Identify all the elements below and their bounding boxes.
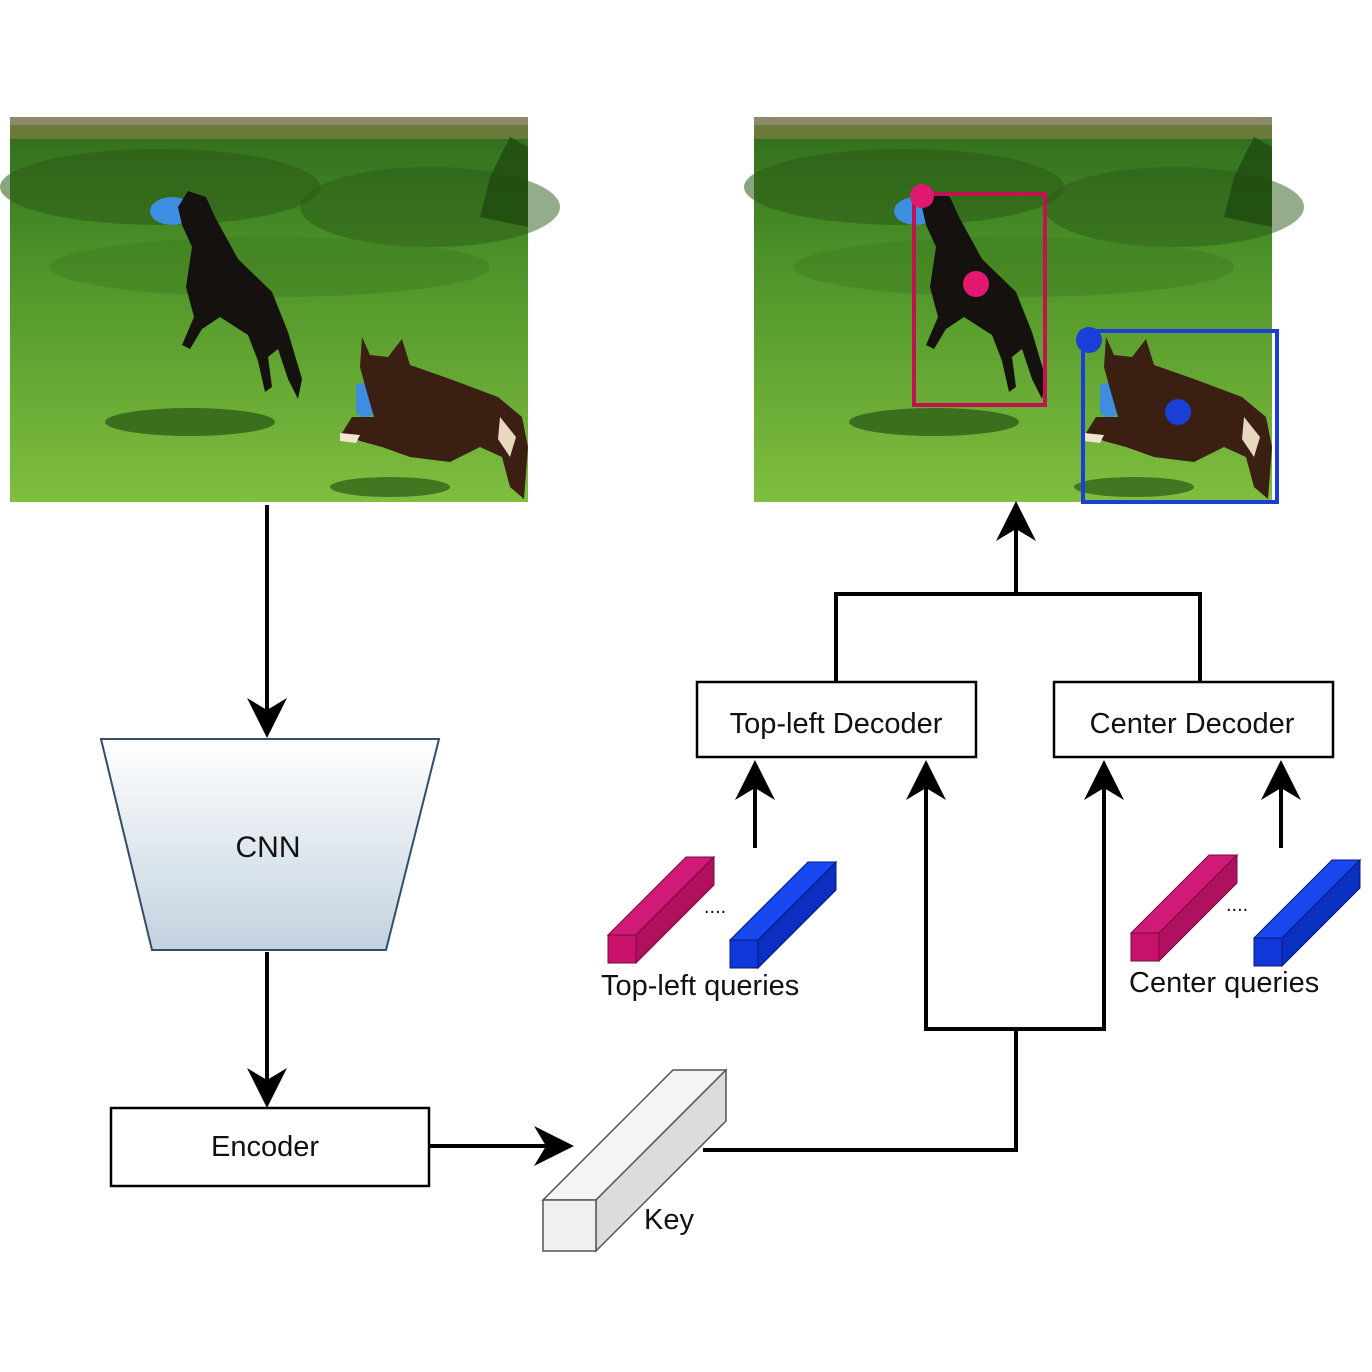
encoder-block: Encoder [109, 1106, 431, 1188]
input-image [0, 117, 560, 502]
topleft-detection-box [912, 192, 1047, 407]
topleft-queries-ellipsis: .... [704, 896, 726, 918]
center-decoder-label: Center Decoder [1090, 708, 1295, 740]
cnn-block: CNN [99, 738, 441, 951]
center-detection-box [1081, 329, 1279, 504]
encoder-label: Encoder [211, 1131, 319, 1163]
center-query-pink [1129, 853, 1239, 963]
line-decoders-merge [834, 592, 1202, 682]
topleft-corner-point-blue [1076, 327, 1102, 353]
center-queries-ellipsis: .... [1226, 894, 1248, 916]
topleft-queries-label: Top-left queries [601, 970, 799, 1002]
center-point-blue [1165, 399, 1191, 425]
center-decoder-block: Center Decoder [1052, 680, 1335, 759]
topleft-query-blue [728, 860, 838, 970]
line-key-to-split [703, 1029, 1018, 1152]
topleft-queries-group: .... Top-left queries [601, 855, 838, 1002]
output-image [744, 117, 1304, 504]
cnn-label: CNN [236, 831, 301, 864]
center-point-pink [963, 271, 989, 297]
topleft-decoder-block: Top-left Decoder [695, 680, 978, 759]
topleft-corner-point-pink [910, 184, 934, 208]
center-query-blue [1252, 858, 1362, 968]
topleft-decoder-label: Top-left Decoder [730, 708, 943, 740]
key-label: Key [644, 1204, 694, 1236]
topleft-query-pink [606, 855, 716, 965]
center-queries-label: Center queries [1129, 967, 1319, 999]
key-vector: Key [541, 1068, 728, 1253]
center-queries-group: .... Center queries [1129, 853, 1362, 999]
